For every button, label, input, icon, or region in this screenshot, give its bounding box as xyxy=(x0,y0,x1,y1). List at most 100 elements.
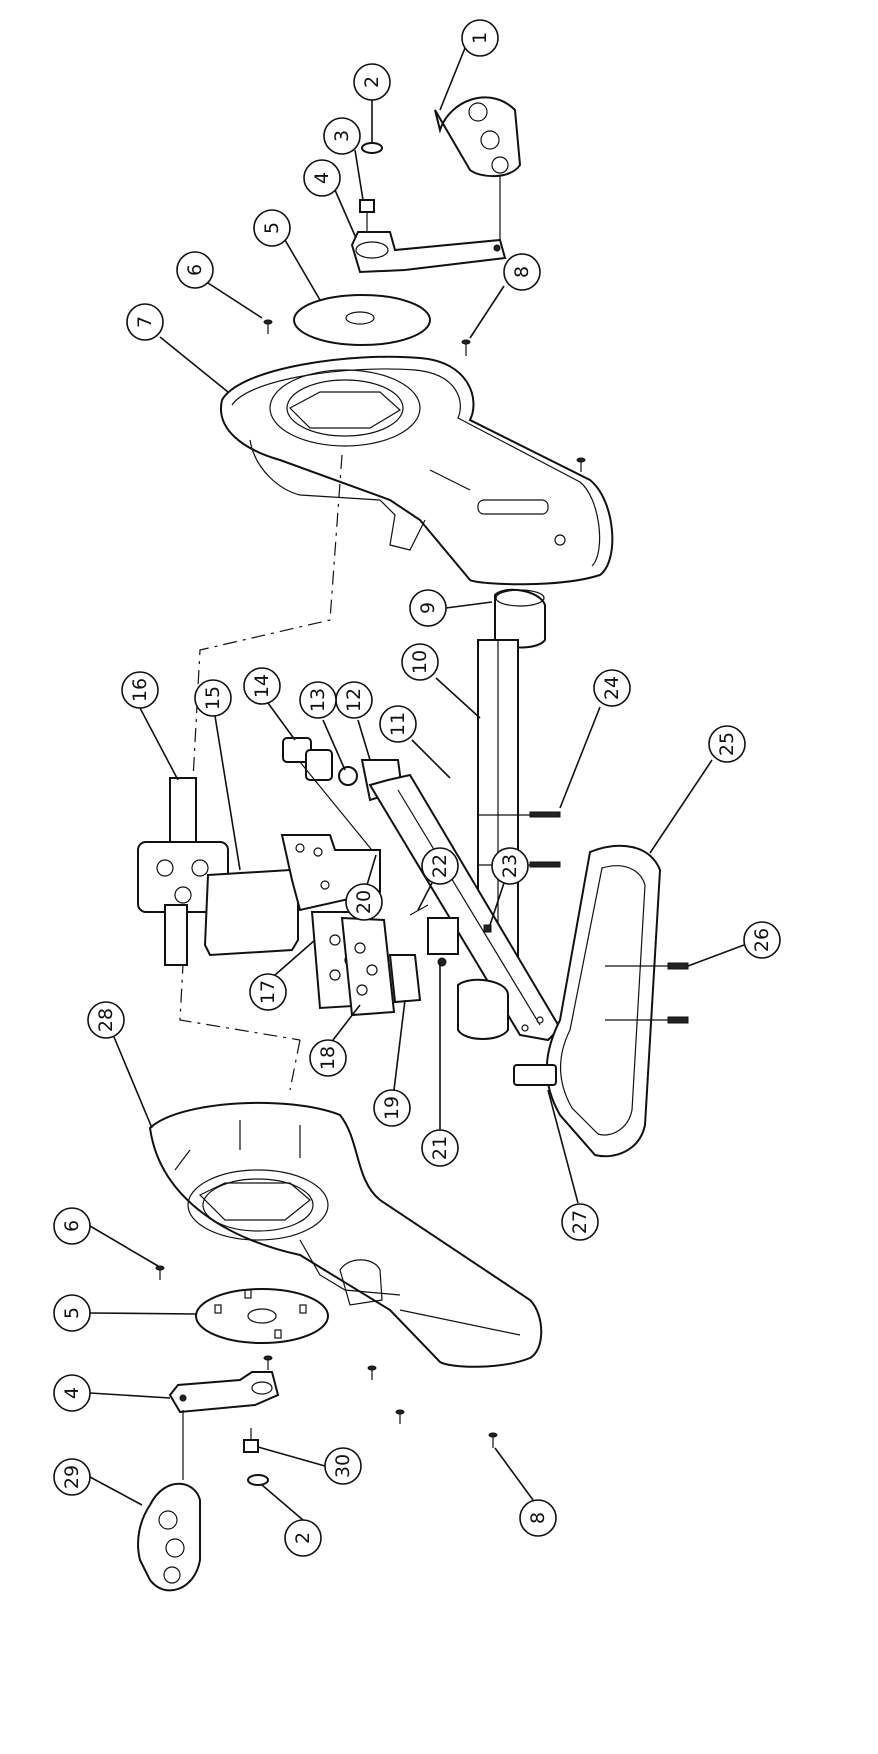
callout-18-label: 18 xyxy=(317,1046,339,1070)
part-4-crank-arm-lower xyxy=(168,1371,280,1480)
part-21-sensor xyxy=(427,917,459,967)
callout-13-label: 13 xyxy=(307,688,329,712)
callout-16: 16 xyxy=(121,671,159,709)
part-30-bolt xyxy=(243,1428,259,1453)
part-1-handle-grip xyxy=(434,96,522,245)
callout-24-label: 24 xyxy=(601,676,623,700)
callout-5-lower-label: 5 xyxy=(61,1307,83,1319)
part-8-screws-lower-cover xyxy=(263,1355,405,1424)
callout-15-label: 15 xyxy=(202,686,224,710)
part-6-screw-lower xyxy=(155,1265,165,1280)
callout-26: 26 xyxy=(743,921,781,959)
assembly-centerlines xyxy=(179,454,343,1091)
callout-11: 11 xyxy=(379,705,417,743)
callout-21: 21 xyxy=(421,1129,459,1167)
callout-4-top: 4 xyxy=(303,159,341,197)
callout-11-label: 11 xyxy=(387,712,409,736)
callout-14-label: 14 xyxy=(251,674,273,698)
part-4-crank-arm-top xyxy=(350,231,507,274)
callout-3-label: 3 xyxy=(331,130,353,142)
callout-7-label: 7 xyxy=(134,316,156,328)
callout-23-label: 23 xyxy=(499,854,521,878)
part-8-screw-top xyxy=(461,339,471,356)
part-22-screw xyxy=(409,904,429,916)
callout-22-label: 22 xyxy=(429,854,451,878)
callout-2-top: 2 xyxy=(353,63,391,101)
callout-23: 23 xyxy=(491,847,529,885)
callout-26-label: 26 xyxy=(751,928,773,952)
callout-17: 17 xyxy=(249,973,287,1011)
callout-6-lower-label: 6 xyxy=(61,1220,83,1232)
part-26-bolts xyxy=(605,962,689,1024)
part-8-screw-lower xyxy=(488,1432,498,1448)
part-28-side-cover-left xyxy=(148,1101,543,1368)
part-14-tension-knob xyxy=(282,737,381,861)
callout-10-label: 10 xyxy=(409,650,431,674)
callout-6-top: 6 xyxy=(176,251,214,289)
callout-28-label: 28 xyxy=(95,1008,117,1032)
callout-9-label: 9 xyxy=(417,602,439,614)
callout-4-lower: 4 xyxy=(53,1374,91,1412)
part-11-frame-rail xyxy=(368,773,562,1042)
callout-25: 25 xyxy=(708,725,746,763)
callout-8-top-label: 8 xyxy=(511,266,533,278)
part-5-disc-cap-lower xyxy=(195,1288,329,1344)
part-19-hinge-plate xyxy=(388,954,422,1004)
callout-2-lower-label: 2 xyxy=(292,1532,314,1544)
callout-30: 30 xyxy=(324,1447,362,1485)
part-16-pulley-assembly xyxy=(137,777,229,966)
callout-5-top: 5 xyxy=(253,209,291,247)
part-23-pin xyxy=(483,924,492,933)
callout-24: 24 xyxy=(593,669,631,707)
part-9-bushing xyxy=(494,588,546,649)
callout-18: 18 xyxy=(309,1039,347,1077)
part-5-disc-cap-top xyxy=(293,294,431,346)
callout-12-label: 12 xyxy=(343,688,365,712)
callout-28: 28 xyxy=(87,1001,125,1039)
callout-22: 22 xyxy=(421,847,459,885)
callout-29-label: 29 xyxy=(61,1465,83,1489)
leader-lines xyxy=(89,47,745,1521)
part-15-resistance-block xyxy=(203,868,299,957)
part-29-handle-grip xyxy=(137,1482,201,1592)
callout-6-lower: 6 xyxy=(53,1207,91,1245)
callout-4-top-label: 4 xyxy=(311,172,333,184)
part-7-side-cover-right xyxy=(219,355,614,586)
callout-5-lower: 5 xyxy=(53,1294,91,1332)
callout-19-label: 19 xyxy=(381,1096,403,1120)
callout-2-lower: 2 xyxy=(284,1519,322,1557)
frame-end-roller xyxy=(457,978,509,1040)
callout-10: 10 xyxy=(401,643,439,681)
callout-20: 20 xyxy=(345,883,383,921)
callout-17-label: 17 xyxy=(257,980,279,1004)
callout-14: 14 xyxy=(243,667,281,705)
callout-12: 12 xyxy=(335,681,373,719)
callout-8-lower: 8 xyxy=(519,1499,557,1537)
callout-1-label: 1 xyxy=(469,32,491,44)
callout-4-lower-label: 4 xyxy=(61,1387,83,1399)
part-27-clip xyxy=(513,1064,557,1086)
callout-29: 29 xyxy=(53,1458,91,1496)
callout-2-top-label: 2 xyxy=(361,76,383,88)
part-25-seat-cover xyxy=(545,844,662,1158)
callout-3: 3 xyxy=(323,117,361,155)
callout-19: 19 xyxy=(373,1089,411,1127)
part-18-magnet-plate xyxy=(340,916,396,1017)
callout-16-label: 16 xyxy=(129,678,151,702)
callout-15: 15 xyxy=(194,679,232,717)
callout-5-top-label: 5 xyxy=(261,222,283,234)
part-2-washer-top xyxy=(361,142,383,154)
callout-30-label: 30 xyxy=(332,1454,354,1478)
callout-27-label: 27 xyxy=(569,1210,591,1234)
callout-8-top: 8 xyxy=(503,253,541,291)
part-2-washer-lower xyxy=(247,1474,269,1486)
callout-20-label: 20 xyxy=(353,890,375,914)
callout-7: 7 xyxy=(126,303,164,341)
callout-6-top-label: 6 xyxy=(184,264,206,276)
callout-1: 1 xyxy=(461,19,499,57)
callout-8-lower-label: 8 xyxy=(527,1512,549,1524)
part-13-nut xyxy=(338,766,358,786)
callout-27: 27 xyxy=(561,1203,599,1241)
callout-25-label: 25 xyxy=(716,732,738,756)
